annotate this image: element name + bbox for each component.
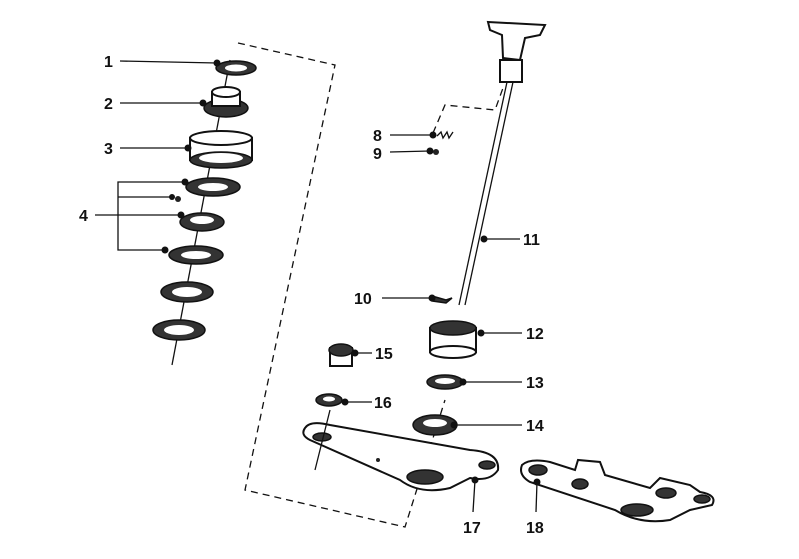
callout-14: 14 [526,418,544,435]
part-1-washer [215,60,257,76]
callout-12: 12 [526,326,544,343]
callout-15: 15 [375,346,393,363]
callout-13: 13 [526,375,544,392]
callout-9: 9 [373,146,382,163]
part-15-plug [328,343,354,367]
callout-4: 4 [79,208,88,225]
part-11-rod [458,20,547,306]
callout-2: 2 [104,96,113,113]
part-13-lock-washer [426,374,464,390]
part-2-nut [203,86,249,118]
callout-17: 17 [463,520,481,537]
part-18-bracket [520,458,715,523]
part-16-washer [315,393,343,407]
callout-1: 1 [104,54,113,71]
handle-link-outline [432,87,504,134]
assembly-outline [237,42,446,528]
part-8-spring [436,130,454,140]
callout-16: 16 [374,395,392,412]
callout-8: 8 [373,128,382,145]
part-9-ball [433,149,439,155]
callout-18: 18 [526,520,544,537]
callout-11: 11 [523,232,540,249]
leader-lines [95,59,541,513]
part-3-bearing-cup [189,130,253,169]
callout-10: 10 [354,291,372,308]
part-12-sleeve [429,320,477,359]
part-14-nut [412,414,458,436]
part-17-bracket [302,409,500,492]
part-4-bearing-set [152,177,241,341]
callout-3: 3 [104,141,113,158]
